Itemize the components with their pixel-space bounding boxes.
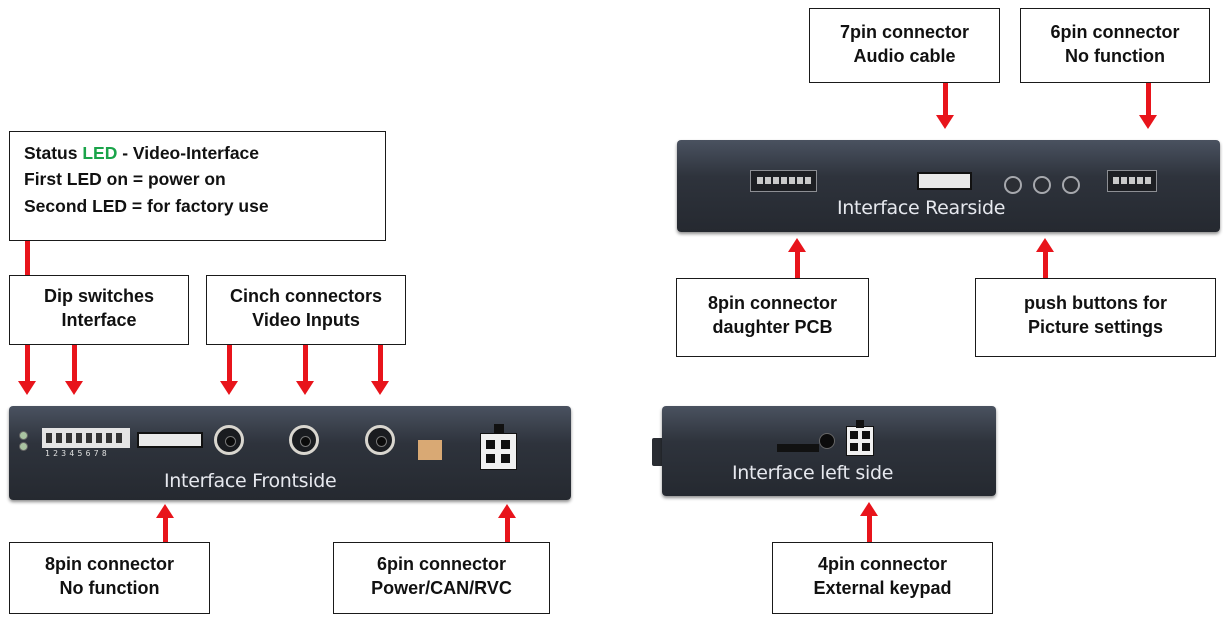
push-button-3 <box>1062 176 1080 194</box>
rear-7pin-slot <box>917 172 972 190</box>
cinch-jack-1 <box>214 425 244 455</box>
rear-6pin-line2: No function <box>1065 46 1165 67</box>
front-8pin-box: 8pin connector No function <box>9 542 210 614</box>
arrow-rear-8pin <box>788 238 806 278</box>
arrow-led <box>18 345 36 395</box>
rear-8pin-header <box>750 170 817 192</box>
cinch-jack-2 <box>289 425 319 455</box>
arrow-rear-6pin <box>1139 83 1157 129</box>
rear-8pin-line1: 8pin connector <box>707 293 837 313</box>
rear-7pin-line2: Audio cable <box>853 46 956 67</box>
rear-6pin-box: 6pin connector No function <box>1020 8 1210 83</box>
front-8pin-line2: No function <box>59 578 160 599</box>
status-led-line3: Second LED = for factory use <box>24 195 269 216</box>
dip-switches-line1: Dip switches <box>43 286 155 306</box>
interface-left-device: Interface left side <box>662 406 996 496</box>
arrow-dip <box>65 345 83 395</box>
front-8pin-line1: 8pin connector <box>44 554 174 574</box>
status-led-1 <box>19 431 28 440</box>
front-6pin-connector <box>480 424 517 470</box>
dip-switches-line2: Interface <box>61 310 137 331</box>
push-buttons-box: push buttons for Picture settings <box>975 278 1216 357</box>
arrow-cinch-2 <box>296 345 314 395</box>
arrow-rear-7pin <box>936 83 954 129</box>
status-led-line2: First LED on = power on <box>24 169 226 190</box>
arrow-cinch-3 <box>371 345 389 395</box>
dip-switches-box: Dip switches Interface <box>9 275 189 345</box>
cinch-connectors-box: Cinch connectors Video Inputs <box>206 275 406 345</box>
arrow-cinch-1 <box>220 345 238 395</box>
push-buttons-line2: Picture settings <box>1027 317 1164 338</box>
push-button-1 <box>1004 176 1022 194</box>
left-4pin-box: 4pin connector External keypad <box>772 542 993 614</box>
dip-switch-block <box>42 428 130 448</box>
front-device-label: Interface Frontside <box>164 470 337 492</box>
interface-rear-device: Interface Rearside <box>677 140 1220 232</box>
front-beige-part <box>418 440 442 460</box>
left-slot <box>777 444 819 452</box>
status-led-2 <box>19 442 28 451</box>
rear-8pin-box: 8pin connector daughter PCB <box>676 278 869 357</box>
front-6pin-box: 6pin connector Power/CAN/RVC <box>333 542 550 614</box>
rear-7pin-box: 7pin connector Audio cable <box>809 8 1000 83</box>
front-6pin-line1: 6pin connector <box>376 554 506 574</box>
led-highlight: LED <box>82 143 118 163</box>
rear-7pin-line1: 7pin connector <box>839 22 969 42</box>
cinch-line2: Video Inputs <box>252 310 360 331</box>
push-buttons-line1: push buttons for <box>1024 293 1167 313</box>
rear-6pin-header <box>1107 170 1157 192</box>
left-4pin-line1: 4pin connector <box>817 554 947 574</box>
arrow-front-6pin <box>498 504 516 542</box>
rear-6pin-line1: 6pin connector <box>1050 22 1180 42</box>
front-6pin-line2: Power/CAN/RVC <box>371 578 512 599</box>
arrow-front-8pin <box>156 504 174 542</box>
dip-switch-numbers: 12345678 <box>45 449 110 458</box>
left-jack <box>819 433 835 449</box>
front-8pin-slot <box>137 432 203 448</box>
interface-front-device: 12345678 Interface Frontside <box>9 406 571 500</box>
arrow-push-buttons <box>1036 238 1054 278</box>
left-device-label: Interface left side <box>732 462 894 484</box>
arrow-left-4pin <box>860 502 878 542</box>
status-led-line1: Status LED - Video-Interface <box>24 143 260 163</box>
rear-device-label: Interface Rearside <box>837 197 1006 219</box>
rear-8pin-line2: daughter PCB <box>712 317 833 338</box>
status-led-connector-line <box>25 241 30 275</box>
cinch-jack-3 <box>365 425 395 455</box>
status-led-box: Status LED - Video-Interface First LED o… <box>9 131 386 241</box>
left-4pin-connector <box>846 420 874 456</box>
left-4pin-line2: External keypad <box>813 578 952 599</box>
cinch-line1: Cinch connectors <box>229 286 383 306</box>
push-button-2 <box>1033 176 1051 194</box>
